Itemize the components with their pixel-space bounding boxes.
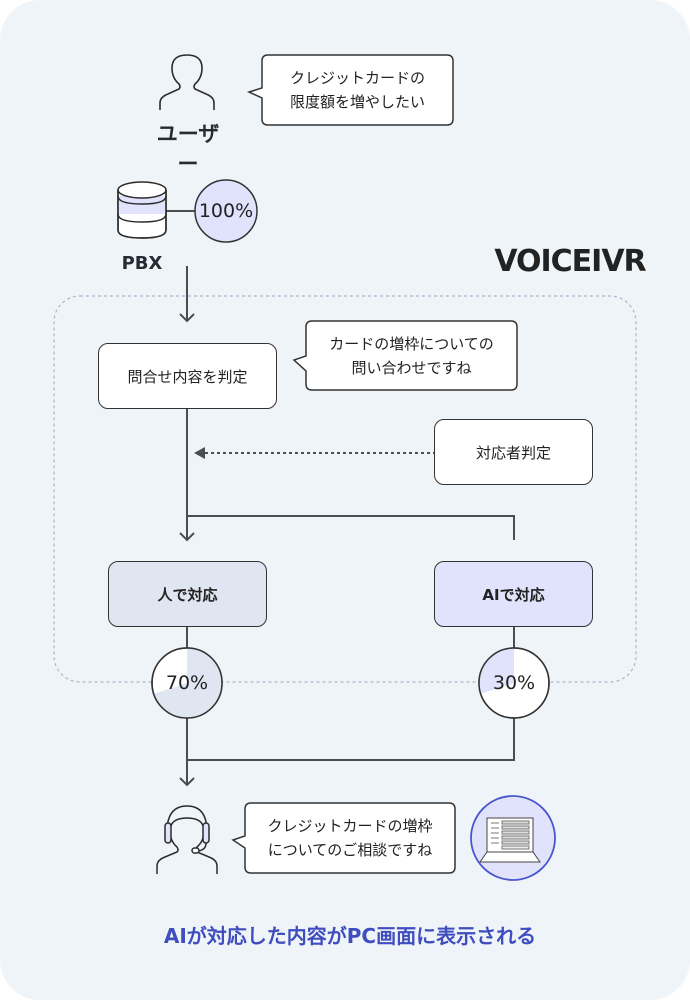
operator-speech-bubble	[231, 802, 456, 874]
ai-percent-label: 30%	[492, 672, 536, 694]
pbx-percent-circle	[194, 179, 258, 243]
arrow-head-icon	[179, 532, 195, 542]
caption-text: AIが対応した内容がPC画面に表示される	[163, 924, 537, 948]
voiceivr-region	[53, 295, 637, 683]
person-icon	[159, 54, 215, 110]
operator-speech-text: クレジットカードの増枠 についてのご相談ですね	[245, 803, 455, 873]
headset-operator-icon	[156, 805, 218, 874]
ai-percent-slice	[479, 648, 514, 694]
responder-judgement-box: 対応者判定	[434, 419, 593, 485]
ai-merge-line	[187, 718, 515, 761]
operator-speech-line: クレジットカードの増枠	[267, 817, 433, 835]
ai-percent-circle-outline	[478, 647, 550, 719]
operator-speech-line: についてのご相談ですね	[267, 841, 433, 859]
user-label: ユーザー	[156, 122, 220, 176]
human-percent-label: 70%	[165, 672, 209, 694]
user-speech-text: クレジットカードの 限度額を増やしたい	[262, 55, 453, 125]
human-handling-box: 人で対応	[108, 561, 267, 627]
ai-speech-text: カードの増枠についての 問い合わせですね	[306, 321, 517, 390]
ai-handling-box: AIで対応	[434, 561, 593, 627]
pbx-percent-label: 100%	[198, 200, 254, 222]
laptop-icon	[470, 795, 556, 881]
arrow-head-icon	[194, 447, 205, 459]
user-speech-bubble	[246, 54, 454, 126]
user-speech-line: クレジットカードの	[289, 69, 425, 87]
database-icon	[117, 181, 167, 239]
ai-speech-line: 問い合わせですね	[351, 358, 472, 377]
ai-speech-line: カードの増枠についての	[329, 334, 494, 353]
ai-speech-bubble	[292, 320, 518, 391]
arrow-head-icon	[179, 777, 195, 787]
judge-inquiry-box: 問合せ内容を判定	[98, 343, 277, 409]
arrow-head-icon	[179, 313, 195, 323]
ai-branch-line	[187, 515, 515, 540]
human-percent-circle-outline	[151, 647, 223, 719]
voiceivr-title: VOICEIVR	[494, 244, 646, 279]
human-percent-slice	[153, 648, 223, 718]
user-speech-line: 限度額を増やしたい	[289, 93, 425, 111]
pbx-label: PBX	[121, 253, 163, 274]
